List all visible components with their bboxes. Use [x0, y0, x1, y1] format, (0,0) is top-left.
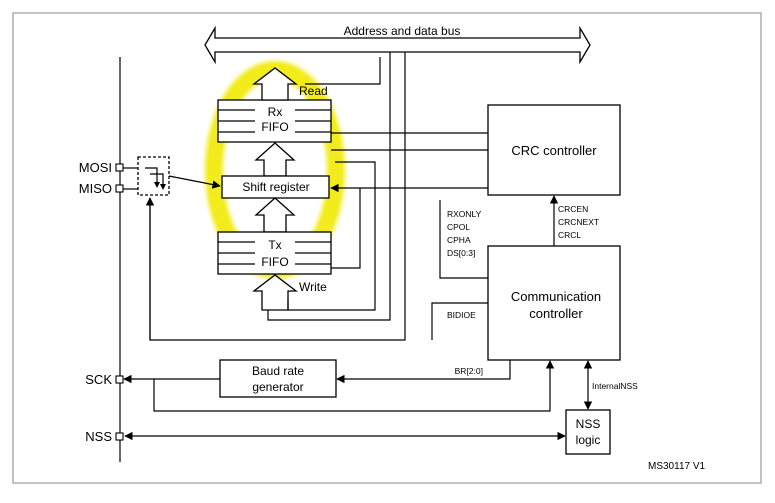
write-bus-line [287, 161, 376, 311]
pin-sck: SCK [85, 372, 124, 387]
outer-frame [12, 12, 762, 484]
crc-controller-label: CRC controller [511, 143, 597, 158]
svg-text:MISO: MISO [79, 181, 112, 196]
svg-text:CRCEN: CRCEN [558, 204, 588, 214]
comm-signal-line [439, 200, 488, 279]
rx-fifo-line2: FIFO [261, 120, 288, 134]
svg-text:MOSI: MOSI [79, 160, 112, 175]
crc-signals: CRCEN CRCNEXT CRCL [558, 204, 599, 240]
pin-mux-box [137, 156, 170, 196]
figure-id: MS30117 V1 [648, 461, 706, 472]
write-arrow [252, 274, 298, 311]
read-label: Read [299, 84, 328, 98]
crc-controller-box [487, 104, 621, 196]
write-label: Write [299, 280, 327, 294]
tx-fifo-line2: FIFO [261, 255, 288, 269]
svg-text:NSS: NSS [85, 429, 112, 444]
svg-text:CRCL: CRCL [558, 230, 581, 240]
rx-fifo: Rx FIFO [217, 99, 332, 143]
tx-fifo-line1: Tx [268, 238, 281, 252]
read-arrow [252, 67, 298, 101]
bus-label: Address and data bus [344, 24, 461, 38]
tx-to-shift-arrow [254, 197, 296, 233]
bidioe-line [431, 302, 488, 340]
sck-feedback-arrow [153, 360, 555, 412]
nss-logic-line2: logic [576, 433, 601, 447]
baud-rate-line1: Baud rate [252, 364, 304, 378]
comm-controller-line2: controller [529, 306, 583, 321]
svg-text:CPHA: CPHA [447, 235, 471, 245]
nss-logic-line1: NSS [576, 417, 601, 431]
tx-fifo: Tx FIFO [217, 231, 332, 275]
pin-miso: MISO [79, 181, 124, 196]
address-data-bus-arrow [204, 25, 591, 65]
svg-text:CRCNEXT: CRCNEXT [558, 217, 599, 227]
svg-text:DS[0:3]: DS[0:3] [447, 248, 475, 258]
communication-controller-box [487, 245, 621, 361]
br-arrow [336, 360, 511, 384]
br-label: BR[2:0] [455, 366, 483, 376]
svg-text:CPOL: CPOL [447, 222, 470, 232]
svg-text:RXONLY: RXONLY [447, 209, 482, 219]
nss-logic-box [565, 409, 611, 455]
bidioe-label: BIDIOE [447, 310, 476, 320]
baud-rate-line2: generator [252, 380, 303, 394]
tx-to-crc-line [331, 188, 361, 269]
comm-signals: RXONLY CPOL CPHA DS[0:3] [447, 209, 482, 258]
shift-register-label: Shift register [242, 180, 309, 194]
read-bus-line [305, 57, 381, 85]
pin-nss: NSS [85, 429, 124, 444]
mux-to-shift-arrow [168, 175, 221, 189]
svg-text:SCK: SCK [85, 372, 112, 387]
internal-nss-label: InternalNSS [592, 381, 638, 391]
pin-mosi: MOSI [79, 160, 124, 175]
shift-to-rx-arrow [254, 142, 296, 177]
rx-fifo-line1: Rx [268, 105, 283, 119]
comm-controller-line1: Communication [511, 289, 601, 304]
